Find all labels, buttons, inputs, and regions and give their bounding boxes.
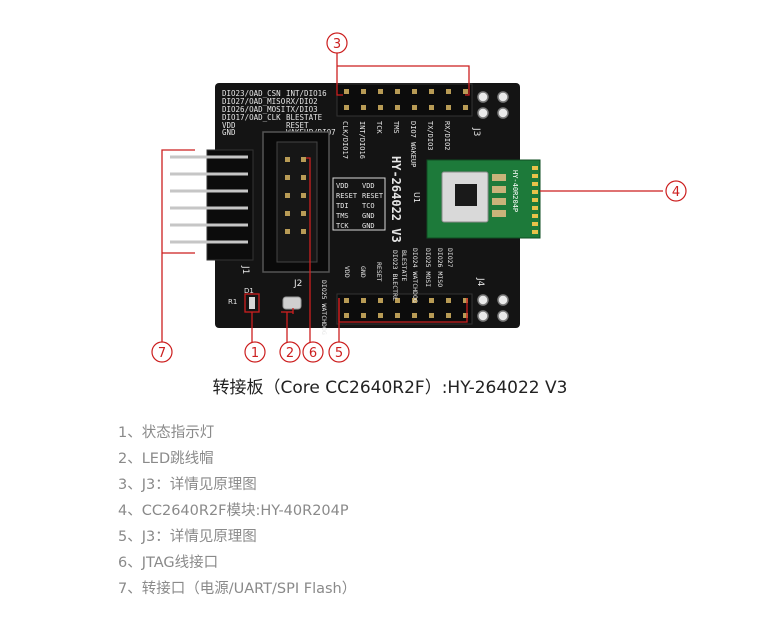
callout-circle-5 — [328, 341, 350, 363]
callout-circle-1 — [244, 341, 266, 363]
silk-pin-tl-1: DIO27/OAD_MISO — [222, 97, 286, 106]
silk-r1: R1 — [228, 298, 237, 306]
silk-j3-label-3: TMS — [392, 121, 400, 134]
silk-pin-tl-5: GND — [222, 128, 236, 137]
callout-7: 7 — [158, 346, 166, 361]
jtag-right-0: VDD — [362, 182, 375, 190]
mounting-holes — [477, 91, 509, 322]
silk-j4-label-7: DIO26 MISO — [436, 248, 444, 287]
silk-pin-tr-3: BLESTATE — [286, 113, 323, 122]
silk-pin-tr-0: INT/DIO16 — [286, 89, 327, 98]
callout-6: 6 — [309, 346, 317, 361]
callout-circle-6 — [302, 341, 324, 363]
jtag-left-3: TMS — [336, 212, 349, 220]
silk-d1: D1 — [244, 287, 254, 295]
callouts — [151, 32, 687, 363]
led-d1 — [249, 297, 255, 309]
silk-j4-label-4: BLESTATE — [400, 250, 408, 281]
jtag-right-4: GND — [362, 222, 375, 230]
silk-j4-label-6: DIO25 MOSI — [424, 248, 432, 287]
silk-j4-label-0: VDD — [343, 266, 351, 278]
figure-caption: 转接板（Core CC2640R2F）:HY-264022 V3 — [212, 378, 568, 398]
silk-j4-label-1: GND — [359, 266, 367, 278]
header-j3 — [336, 83, 473, 117]
legend-item-2: 2、LED跳线帽 — [118, 451, 214, 467]
silk-j4-label-3: DIO23 BLECTRL — [391, 250, 399, 301]
silk-pin-tl-3: DIO17/OAD_CLK — [222, 113, 281, 122]
jtag-header — [262, 131, 330, 273]
callout-2: 2 — [286, 346, 294, 361]
jtag-left-1: RESET — [336, 192, 358, 200]
callout-circle-7 — [151, 341, 173, 363]
jumper-cap — [282, 296, 302, 310]
jtag-left-4: TCK — [336, 222, 349, 230]
callout-1: 1 — [251, 346, 259, 361]
silk-pin-tl-4: VDD — [222, 121, 236, 130]
legend-item-7: 7、转接口（电源/UART/SPI Flash） — [118, 581, 357, 597]
silk-j3-label-4: DIO7 WAKEUP — [409, 121, 417, 167]
jtag-right-2: TCO — [362, 202, 375, 210]
silk-pin-tl-2: DIO26/OAD_MOSI — [222, 105, 285, 114]
silk-j2: J2 — [293, 279, 302, 289]
callout-circle-3 — [326, 32, 348, 54]
jtag-left-2: TDI — [336, 202, 349, 210]
legend-item-3: 3、J3：详情见原理图 — [118, 477, 257, 493]
callout-3: 3 — [333, 37, 341, 52]
legend-list: 1、状态指示灯 2、LED跳线帽 3、J3：详情见原理图 4、CC2640R2F… — [118, 420, 356, 602]
silk-j3-label-2: TCK — [375, 121, 383, 134]
jtag-right-3: GND — [362, 212, 375, 220]
legend-item-1: 1、状态指示灯 — [118, 425, 215, 441]
silk-j3-label-1: INT/DIO16 — [358, 121, 366, 159]
silk-pin-tr-2: TX/DIO3 — [286, 105, 318, 114]
annotation-lines — [161, 53, 663, 343]
ble-module: HY-40R204P — [426, 159, 541, 239]
silk-j3-label-6: RX/DIO2 — [443, 121, 451, 151]
silk-pin-tr-4: RESET — [286, 121, 309, 130]
board-figure: DIO23/OAD_CSN DIO27/OAD_MISO DIO26/OAD_M… — [151, 32, 687, 363]
jtag-left-0: VDD — [336, 182, 349, 190]
header-j4 — [336, 293, 473, 325]
silk-j4-label-8: DIO27 — [446, 248, 454, 268]
silk-pin-tl-0: DIO23/OAD_CSN — [222, 89, 281, 98]
silk-j3: J3 — [471, 127, 481, 136]
legend-item-4: 4、CC2640R2F模块:HY-40R204P — [118, 503, 349, 519]
callout-circle-4 — [665, 180, 687, 202]
silk-dio25: DIO25 WATCHDOG — [320, 280, 328, 335]
board-id: HY-264022 V3 — [389, 156, 403, 243]
callout-circle-2 — [279, 341, 301, 363]
silk-j4-label-2: RESET — [375, 262, 383, 282]
callout-4: 4 — [672, 185, 680, 200]
jtag-right-1: RESET — [362, 192, 384, 200]
legend-item-5: 5、J3：详情见原理图 — [118, 529, 257, 545]
silk-j1: J1 — [240, 265, 250, 274]
jtag-table — [332, 177, 386, 231]
silk-j3-label-0: CLK/DIO17 — [341, 121, 349, 159]
silk-u1: U1 — [412, 192, 421, 203]
module-label: HY-40R204P — [511, 170, 519, 212]
silk-j4: J4 — [475, 277, 485, 287]
callout-5: 5 — [335, 346, 343, 361]
silk-pin-tr-1: RX/DIO2 — [286, 97, 318, 106]
silk-j3-label-5: TX/DIO3 — [426, 121, 434, 151]
header-j1 — [170, 149, 254, 261]
legend-item-6: 6、JTAG线接口 — [118, 555, 219, 571]
silk-j4-label-5: DIO24 WATCHDOG — [411, 248, 419, 303]
